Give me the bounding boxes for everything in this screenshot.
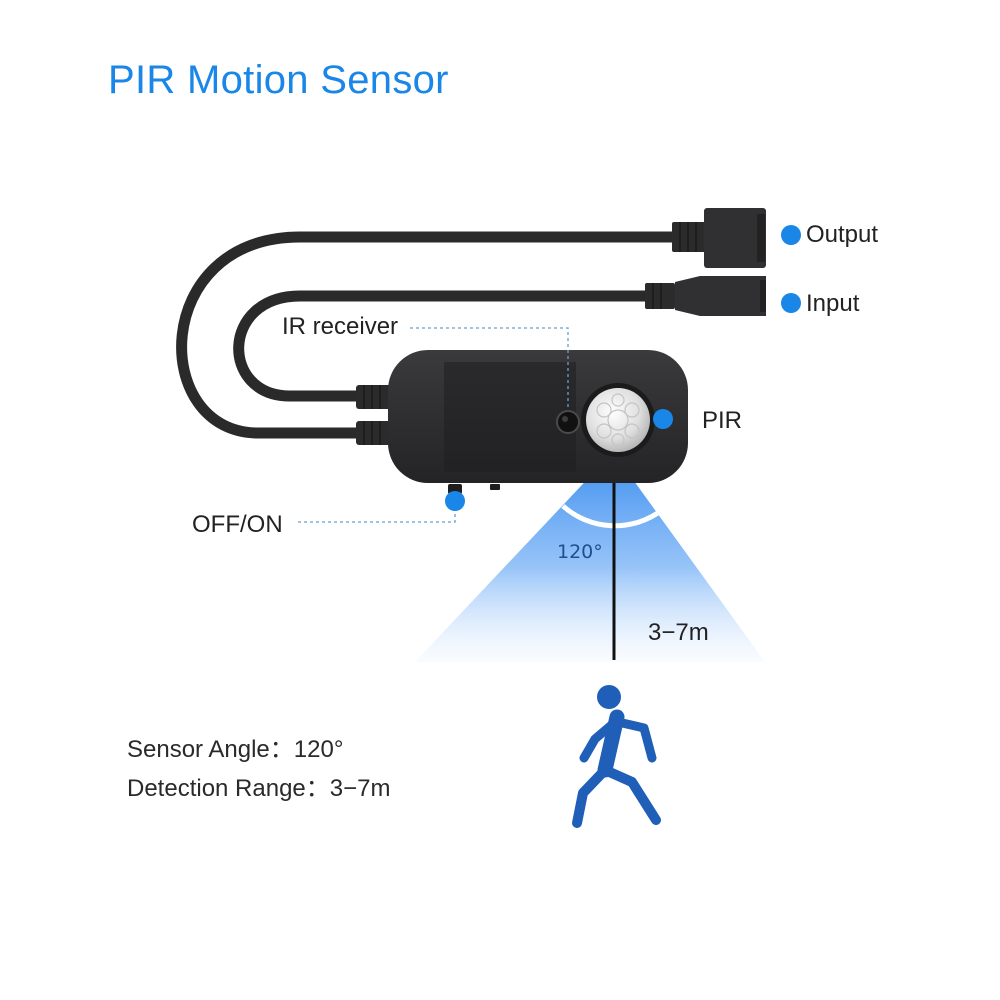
walking-person-icon (572, 685, 661, 828)
sensor-angle-label: Sensor Angle： (127, 736, 294, 763)
detection-beam (415, 450, 765, 662)
pir-dome-icon (581, 383, 655, 457)
detection-range-spec: Detection Range：3−7m (127, 768, 390, 803)
leader-lines (298, 327, 569, 523)
strain-reliefs (356, 385, 392, 445)
input-connector (645, 276, 766, 316)
output-label: Output (806, 221, 879, 248)
angle-label: 120° (557, 541, 603, 563)
input-label: Input (806, 290, 860, 317)
range-label: 3−7m (648, 619, 709, 646)
detection-range-value: 3−7m (329, 775, 391, 802)
page-title: PIR Motion Sensor (108, 58, 449, 102)
output-connector (672, 208, 766, 268)
cables (176, 231, 681, 439)
detection-range-label: Detection Range： (127, 775, 330, 802)
ir-receiver-label: IR receiver (282, 313, 399, 340)
pir-label: PIR (702, 407, 743, 434)
ir-receiver-icon (556, 410, 580, 434)
sensor-angle-value: 120° (293, 736, 344, 763)
pir-dot-icon (653, 409, 673, 429)
output-dot-icon (781, 225, 801, 245)
off-on-label: OFF/ON (192, 511, 283, 538)
ir-receiver-leader (410, 327, 569, 408)
off-on-leader (298, 500, 456, 523)
output-cable (176, 231, 681, 439)
input-cable (233, 290, 654, 402)
off-on-dot-icon (445, 491, 465, 511)
input-dot-icon (781, 293, 801, 313)
sensor-angle-spec: Sensor Angle：120° (127, 729, 343, 764)
